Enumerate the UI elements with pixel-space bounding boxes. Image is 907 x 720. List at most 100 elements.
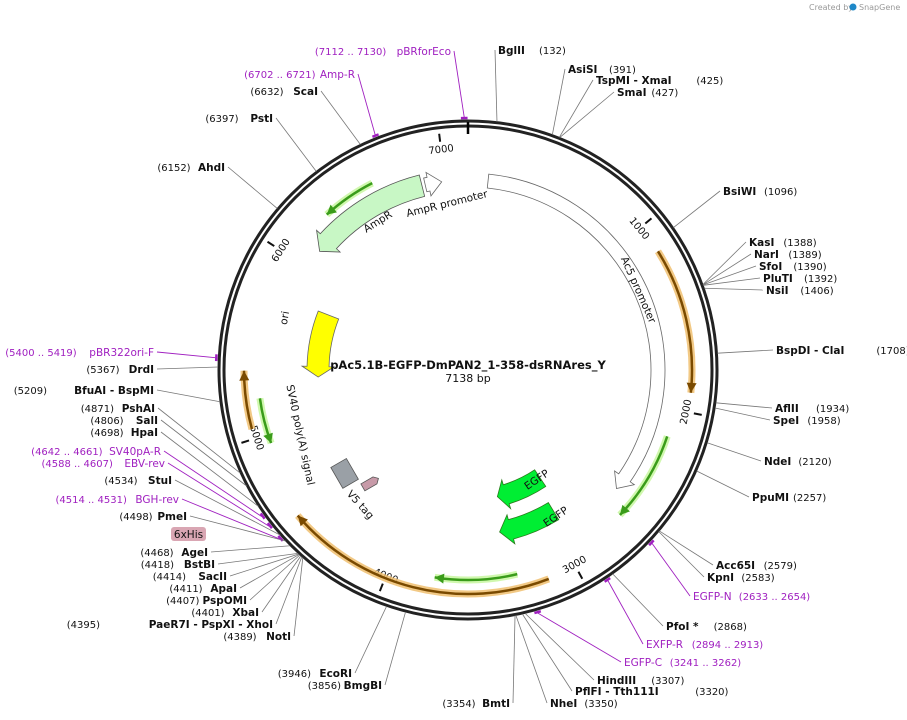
site-label: AgeI(4468) [140,547,208,559]
primer-position: (7112 .. 7130) [315,47,387,58]
green-track-4-head [326,204,337,215]
primer-leader [537,612,622,663]
site-position: (5209) [14,386,47,397]
snapgene-logo-icon [849,3,857,11]
site-leader [249,554,301,601]
primer-label: pBR322ori-F(5400 .. 5419) [5,347,154,359]
site-leader [704,287,764,291]
site-label: PspOMI(4407) [166,595,247,607]
his-tag-badge [171,527,206,541]
site-leader [524,613,595,681]
site-name: NheI [550,698,577,710]
primer-label: EGFP-N(2633 .. 2654) [693,591,810,603]
backbone-outer [217,119,719,621]
site-leader [227,166,278,209]
site-position: (3946) [278,669,311,680]
site-position: (4806) [90,416,123,427]
primer-name: EGFP-C [624,657,662,669]
tick-label: 3000 [561,554,589,576]
site-label: PpuMI (2257) [752,492,826,504]
site-position: (132) [539,46,566,57]
site-leader [659,530,714,566]
primer-position: (4514 .. 4531) [55,495,127,506]
site-name: PstI [250,113,273,125]
site-leader [673,190,721,228]
site-label: StuI(4534) [104,475,172,487]
site-position: (1406) [800,286,833,297]
primer-mark [266,522,273,530]
site-label: Acc65I(2579) [716,560,797,572]
site-leader [210,545,291,553]
primer-position: (6702 .. 6721) [244,70,316,81]
site-label: XbaI(4401) [191,607,259,619]
site-leader [157,407,241,474]
site-position: (2257) [793,493,826,504]
site-name: PflFI - Tth111I [575,686,659,698]
site-label: NarI(1389) [754,249,822,261]
site-position: (1934) [816,404,849,415]
brand-created-by: Created by [809,3,853,12]
tick-label: 2000 [679,398,695,425]
site-label: PaeR7I - PspXI - XhoI(4395) [67,619,273,631]
site-name: PshAI [122,403,155,415]
site-position: (6397) [205,114,238,125]
site-leader [702,265,757,286]
feature-label: SV40 poly(A) signal [283,384,316,487]
site-leader [160,419,247,487]
site-label: HindIII(3307) [597,675,685,687]
site-position: (3320) [695,687,728,698]
site-leader [239,554,300,589]
site-leader [707,442,762,462]
tick-mark [378,583,384,592]
site-name: DrdI [129,364,154,376]
his-tag-label: 6xHis [174,529,203,541]
site-leader [320,90,361,145]
primer-mark [534,610,542,615]
site-label: AflII(1934) [775,403,849,415]
site-leader [160,431,259,507]
snapgene-brand: Created by SnapGene [809,3,900,12]
site-name: Acc65I [716,560,755,572]
primer-mark [603,577,611,583]
site-position: (4389) [223,632,256,643]
site-leader [702,241,747,285]
tick-mark [693,412,702,416]
primer-name: Amp-R [320,69,355,81]
site-name: EcoRI [319,668,352,680]
site-name: NsiI [766,285,789,297]
orange-track-1-head [686,382,697,393]
green-track-3-head [263,432,273,444]
site-leader [612,573,664,627]
primer-name: EXFP-R [646,639,683,651]
site-name: HpaI [131,427,158,439]
tick-label: 7000 [428,143,455,157]
site-leader [696,470,750,498]
site-label: SacII(4414) [153,571,227,583]
site-name: KasI [749,237,774,249]
site-name: StuI [148,475,172,487]
site-label: ApaI(4411) [169,583,237,595]
site-leader [275,556,303,625]
site-name: SmaI [617,87,647,99]
site-name: BstBI [184,559,215,571]
site-name: PpuMI [752,492,789,504]
site-name: XbaI [232,607,259,619]
site-label: BsiWI(1096) [723,186,797,198]
primer-position: (2633 .. 2654) [739,592,811,603]
primer-label: EGFP-C(3241 .. 3262) [624,657,741,669]
site-leader [515,615,548,704]
site-label: BfuAI - BspMI(5209) [14,385,154,397]
site-leader [658,531,705,578]
site-label: AsiSI(391) [568,64,636,76]
site-name: BmtI [482,698,510,710]
green-track-1-head [619,504,630,515]
site-name: SacII [198,571,227,583]
site-label: SfoI(1390) [759,261,827,273]
ampr-promoter-arrow [423,171,443,197]
site-leader [717,349,774,354]
site-leader [229,553,299,577]
tick-label: 6000 [270,237,293,264]
primer-name: BGH-rev [135,494,179,506]
feature-label: Ac5 promoter [618,255,658,326]
